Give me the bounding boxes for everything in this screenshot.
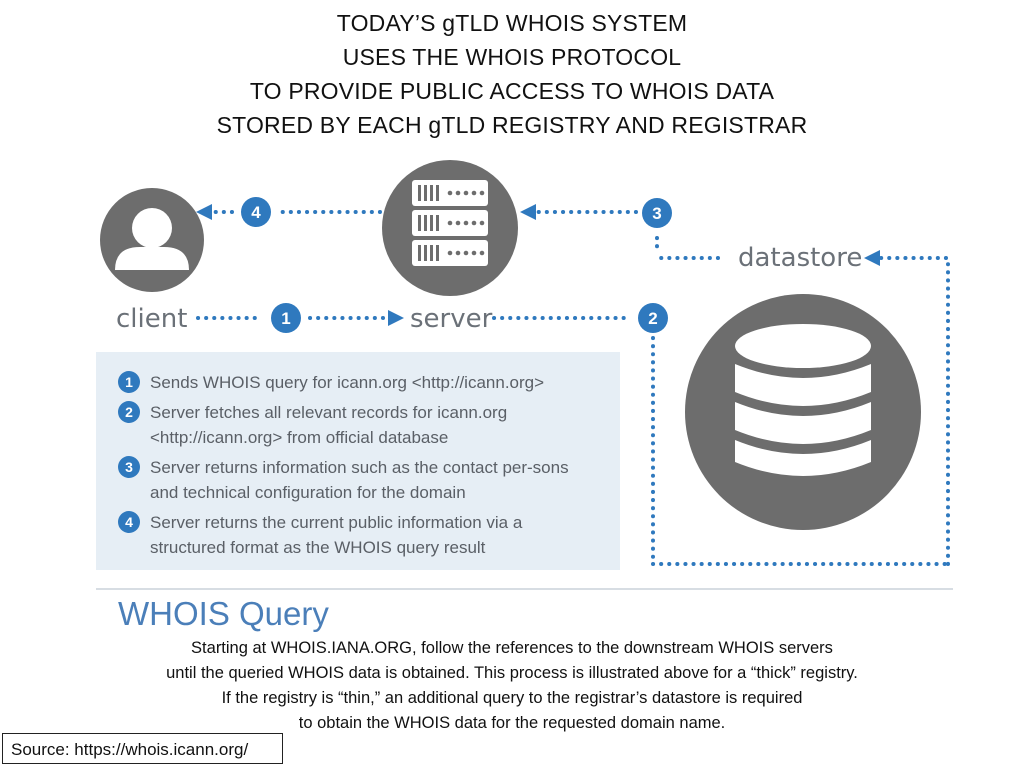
flow-badge-2: 2 [638, 303, 668, 333]
page-title: TODAY’S gTLD WHOIS SYSTEM USES THE WHOIS… [0, 6, 1024, 142]
flow-connectors [196, 204, 950, 566]
client-node [100, 188, 204, 292]
user-icon [115, 208, 189, 270]
whois-flow-diagram: client server datastore 1 2 3 4 [100, 160, 950, 566]
title-line-2: USES THE WHOIS PROTOCOL [342, 44, 682, 70]
title-line-3: TO PROVIDE PUBLIC ACCESS TO WHOIS DATA [249, 78, 775, 104]
step-badge-4: 4 [118, 511, 140, 533]
description-line-3: If the registry is “thin,” an additional… [221, 689, 803, 707]
step-text-1: Sends WHOIS query for icann.org <http://… [150, 373, 545, 392]
step-text-4: Server returns the current public inform… [150, 513, 523, 557]
flow-badge-2-text: 2 [648, 309, 657, 328]
source-citation: Source: https://whois.icann.org/ [2, 733, 283, 764]
datastore-node [685, 294, 921, 530]
step-text-3: Server returns information such as the c… [150, 458, 569, 502]
whois-query-heading: WHOIS Query [118, 595, 329, 632]
description-line-4: to obtain the WHOIS data for the request… [298, 714, 726, 732]
flow-badge-4: 4 [241, 197, 271, 227]
server-label: server [410, 304, 493, 334]
description: Starting at WHOIS.IANA.ORG, follow the r… [60, 636, 964, 736]
title-line-4: STORED BY EACH gTLD REGISTRY AND REGISTR… [216, 112, 808, 138]
client-label: client [116, 304, 187, 334]
server-icon [412, 180, 488, 266]
step-text-2: Server fetches all relevant records for … [150, 403, 508, 447]
server-node [382, 160, 518, 296]
steps-panel: 1 Sends WHOIS query for icann.org <http:… [96, 352, 620, 570]
database-icon [735, 324, 871, 476]
section-divider [96, 588, 953, 590]
flow-badge-4-text: 4 [251, 203, 261, 222]
flow-badge-1-text: 1 [281, 309, 290, 328]
datastore-label: datastore [738, 243, 862, 273]
step-badge-1: 1 [118, 371, 140, 393]
step-badge-3: 3 [118, 456, 140, 478]
flow-badge-1: 1 [271, 303, 301, 333]
step-badge-2: 2 [118, 401, 140, 423]
flow-badge-3-text: 3 [652, 204, 661, 223]
title-line-1: TODAY’S gTLD WHOIS SYSTEM [336, 10, 688, 36]
description-line-2: until the queried WHOIS data is obtained… [166, 664, 858, 682]
description-line-1: Starting at WHOIS.IANA.ORG, follow the r… [191, 639, 833, 657]
flow-badge-3: 3 [642, 198, 672, 228]
